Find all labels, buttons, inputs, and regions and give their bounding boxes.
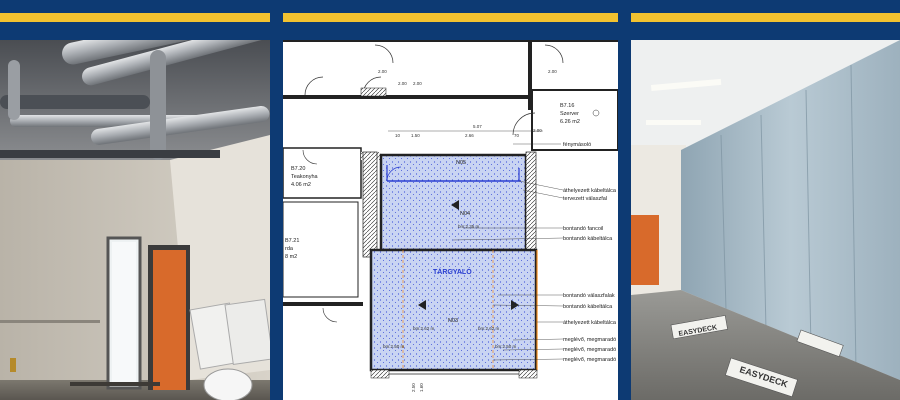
door-label-n03: N03 xyxy=(448,318,458,324)
bm-label-3: bm:2.62 m xyxy=(478,326,500,331)
callout-10: meglévő, megmaradó xyxy=(563,357,616,363)
svg-text:2.00: 2.00 xyxy=(378,69,387,74)
dim-chain-0: 10 xyxy=(395,133,401,138)
callout-6: bontandó kábeltálca xyxy=(563,304,613,310)
bm-label-2: bm:2.62 m xyxy=(413,326,435,331)
dim-bottom-1: 1.60 xyxy=(419,383,424,392)
callout-4: bontandó kábeltálca xyxy=(563,236,613,242)
gold-stripe-left xyxy=(0,13,270,22)
callout-2: tervezett válaszfal xyxy=(563,196,607,202)
callout-5: bontandó válaszfalak xyxy=(563,293,615,299)
svg-text:2.00: 2.00 xyxy=(548,69,557,74)
callout-8: meglévő, megmaradó xyxy=(563,337,616,343)
dim-chain-1: 1.50 xyxy=(411,133,420,138)
dim-chain-2: 2.66 xyxy=(465,133,474,138)
callout-0: fénymásoló xyxy=(563,142,591,148)
callout-1: áthelyezett kábeltálca xyxy=(563,188,617,194)
callout-3: bontandó fancoil xyxy=(563,226,603,232)
dim-chain-4: 2.00 xyxy=(533,128,542,133)
room-b720-name: Teakonyha xyxy=(291,174,319,180)
room-b716-area: 6.26 m2 xyxy=(560,119,580,125)
photo-corridor-plastic: EASYDECK EASYDECK xyxy=(631,40,900,400)
room-b716-name: Szerver xyxy=(560,111,579,117)
door-label-n05: N05 xyxy=(456,160,466,166)
room-b721-name: rda xyxy=(285,246,294,252)
gold-stripe-right xyxy=(631,13,900,22)
room-b721-area: 8 m2 xyxy=(285,254,297,260)
dim-bottom-0: 2.50 xyxy=(411,383,416,392)
svg-text:2.00: 2.00 xyxy=(398,81,407,86)
photo-office-ducts xyxy=(0,40,270,400)
gold-stripe-center xyxy=(283,13,618,22)
door-label-n04: N04 xyxy=(460,211,470,217)
meeting-room-label: TÁRGYALÓ xyxy=(433,267,472,276)
svg-text:2.00: 2.00 xyxy=(413,81,422,86)
room-b720-area: 4.06 m2 xyxy=(291,182,311,188)
callout-7: áthelyezett kábeltálca xyxy=(563,320,617,326)
bm-label-5: bm:2.50 m xyxy=(495,344,517,349)
room-b721-code: B7.21 xyxy=(285,238,299,244)
room-b716-code: B7.16 xyxy=(560,103,574,109)
dim-chain-3: 70 xyxy=(514,133,520,138)
callout-9: meglévő, megmaradó xyxy=(563,347,616,353)
bm-label-1: bm:2.35 m xyxy=(458,224,480,229)
room-b720-code: B7.20 xyxy=(291,166,305,172)
dim-overall: 5.07 xyxy=(473,124,482,129)
bm-label-4: bm:2.50 m xyxy=(383,344,405,349)
floor-plan-drawing: 2.00 2.00 2.00 2.00 B7.16 Szerver 6.26 m… xyxy=(283,40,618,400)
